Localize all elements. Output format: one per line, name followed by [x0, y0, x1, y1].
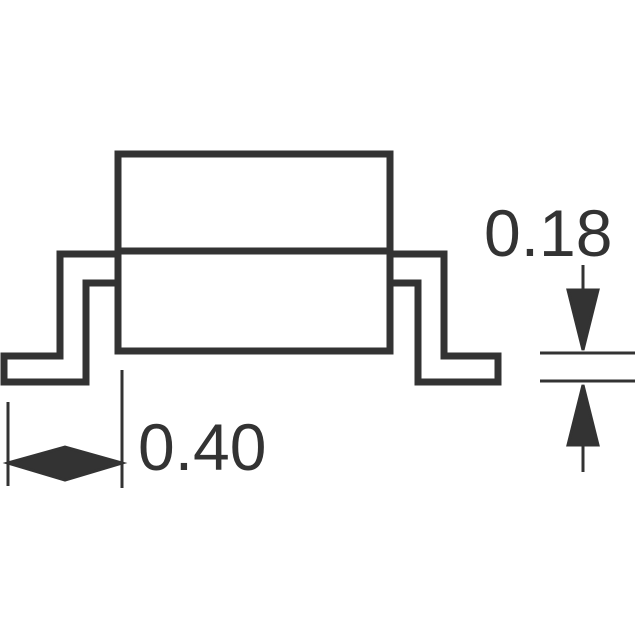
lead-thickness-label: 0.18 [484, 196, 612, 270]
left-lead [0, 250, 122, 386]
double-arrow-icon [2, 445, 128, 482]
right-lead [386, 250, 502, 386]
arrow-down-icon [566, 288, 600, 351]
arrow-up-icon [566, 384, 600, 447]
lead-length-label: 0.40 [138, 410, 266, 484]
